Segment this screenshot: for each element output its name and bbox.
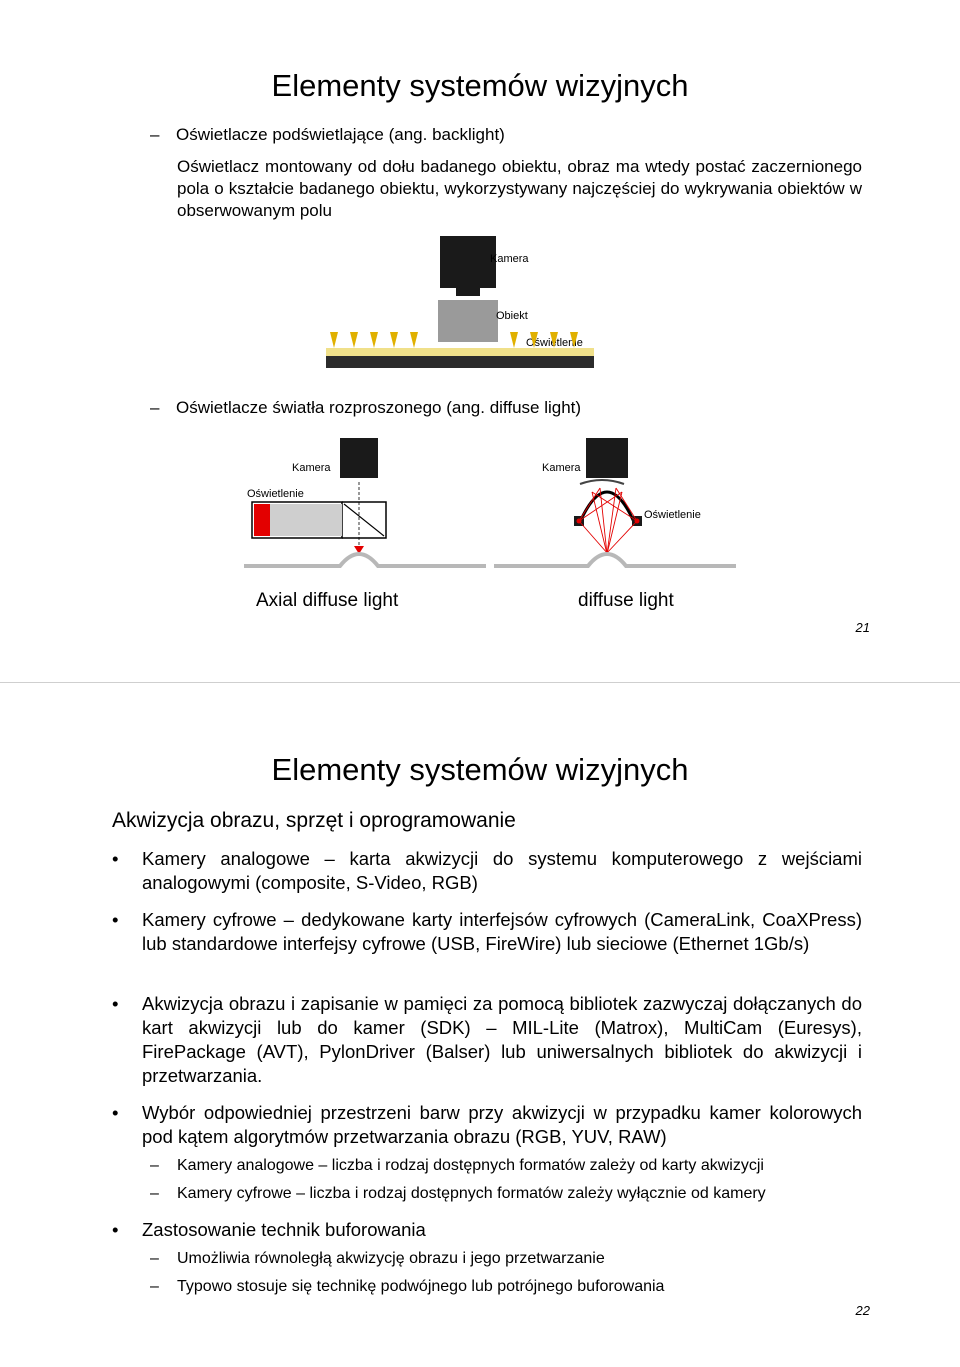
bullet-text: Akwizycja obrazu i zapisanie w pamięci z… (142, 993, 862, 1086)
light-panel (326, 348, 594, 356)
bullet-text: Zastosowanie technik buforowania (142, 1219, 426, 1240)
backlight-label: Oświetlacze podświetlające (ang. backlig… (176, 125, 505, 144)
bullet-item: • Kamery analogowe – karta akwizycji do … (112, 847, 862, 895)
light-beam (270, 504, 342, 536)
sub-bullet-text: Typowo stosuje się technikę podwójnego l… (177, 1278, 665, 1295)
slide-subtitle: Akwizycja obrazu, sprzęt i oprogramowani… (112, 809, 516, 832)
slide-22: Elementy systemów wizyjnych Akwizycja ob… (0, 684, 960, 1367)
camera-label: Kamera (292, 462, 331, 474)
camera-lens (456, 288, 480, 296)
sub-bullet-text: Umożliwia równoległą akwizycję obrazu i … (177, 1250, 605, 1267)
beam-splitter-box (342, 501, 387, 539)
light-rays (330, 332, 578, 348)
bullet-marker: • (112, 909, 119, 930)
caption-diffuse: diffuse light (578, 590, 674, 611)
dash-marker: – (150, 398, 160, 417)
sub-bullet-item: – Typowo stosuje się technikę podwójnego … (150, 1278, 664, 1296)
sub-bullet-text: Kamery analogowe – liczba i rodzaj dostę… (177, 1157, 764, 1174)
axial-diffuse-figure: Kamera Oświetlenie (244, 438, 486, 568)
bullet-item: • Zastosowanie technik buforowania (112, 1218, 862, 1242)
dome-diffuse-figure: Kamera Oświetlenie (494, 438, 736, 568)
bullet-marker: • (112, 848, 119, 869)
slide-21: Elementy systemów wizyjnych –Oświetlacze… (0, 0, 960, 683)
bullet-text: Kamery cyfrowe – dedykowane karty interf… (142, 909, 862, 954)
dash-marker: – (150, 1250, 159, 1267)
camera-label: Kamera (542, 462, 581, 474)
sub-bullet-item: – Kamery analogowe – liczba i rodzaj dost… (150, 1157, 764, 1175)
light-label: Oświetlenie (247, 488, 304, 500)
bullet-item: • Kamery cyfrowe – dedykowane karty inte… (112, 908, 862, 956)
axis-arrow (354, 546, 364, 554)
bullet-text: Wybór odpowiedniej przestrzeni barw przy… (142, 1102, 862, 1147)
light-base (326, 356, 594, 368)
light-rays (578, 487, 638, 555)
bullet-text: Kamery analogowe – karta akwizycji do sy… (142, 848, 862, 893)
camera-label: Kamera (490, 253, 529, 265)
bullet-marker: • (112, 993, 119, 1014)
camera-lens (579, 479, 625, 485)
surface-bump (244, 552, 486, 568)
diffuse-item: –Oświetlacze światła rozproszonego (ang.… (150, 398, 581, 418)
backlight-item: –Oświetlacze podświetlające (ang. backli… (150, 125, 505, 145)
camera-body (586, 438, 628, 478)
beam-splitter (343, 503, 385, 537)
camera-body (440, 236, 496, 288)
sub-bullet-item: – Umożliwia równoległą akwizycję obrazu i… (150, 1250, 605, 1268)
sub-bullet-item: – Kamery cyfrowe – liczba i rodzaj dostęp… (150, 1185, 766, 1203)
page-number: 22 (855, 1303, 870, 1318)
dash-marker: – (150, 1157, 159, 1174)
dash-marker: – (150, 125, 160, 144)
dash-marker: – (150, 1185, 159, 1202)
camera-body (340, 438, 378, 478)
slide-title: Elementy systemów wizyjnych (271, 68, 689, 103)
bullet-marker: • (112, 1102, 119, 1123)
bullet-item: • Wybór odpowiedniej przestrzeni barw pr… (112, 1101, 862, 1149)
surface-bump (494, 552, 736, 568)
caption-axial: Axial diffuse light (256, 590, 399, 611)
dash-marker: – (150, 1278, 159, 1295)
object-label: Obiekt (496, 310, 528, 322)
light-label: Oświetlenie (644, 509, 701, 521)
sub-bullet-text: Kamery cyfrowe – liczba i rodzaj dostępn… (177, 1185, 766, 1202)
bullet-marker: • (112, 1219, 119, 1240)
page-number: 21 (855, 620, 870, 635)
backlight-description: Oświetlacz montowany od dołu badanego ob… (177, 157, 862, 220)
light-source (254, 504, 270, 536)
backlight-figure: Kamera Obiekt Oświetlenie (326, 236, 594, 368)
object-shape (438, 300, 498, 342)
slide-title: Elementy systemów wizyjnych (271, 752, 689, 787)
bullet-item: • Akwizycja obrazu i zapisanie w pamięci… (112, 992, 862, 1088)
diffuse-label: Oświetlacze światła rozproszonego (ang. … (176, 398, 582, 417)
